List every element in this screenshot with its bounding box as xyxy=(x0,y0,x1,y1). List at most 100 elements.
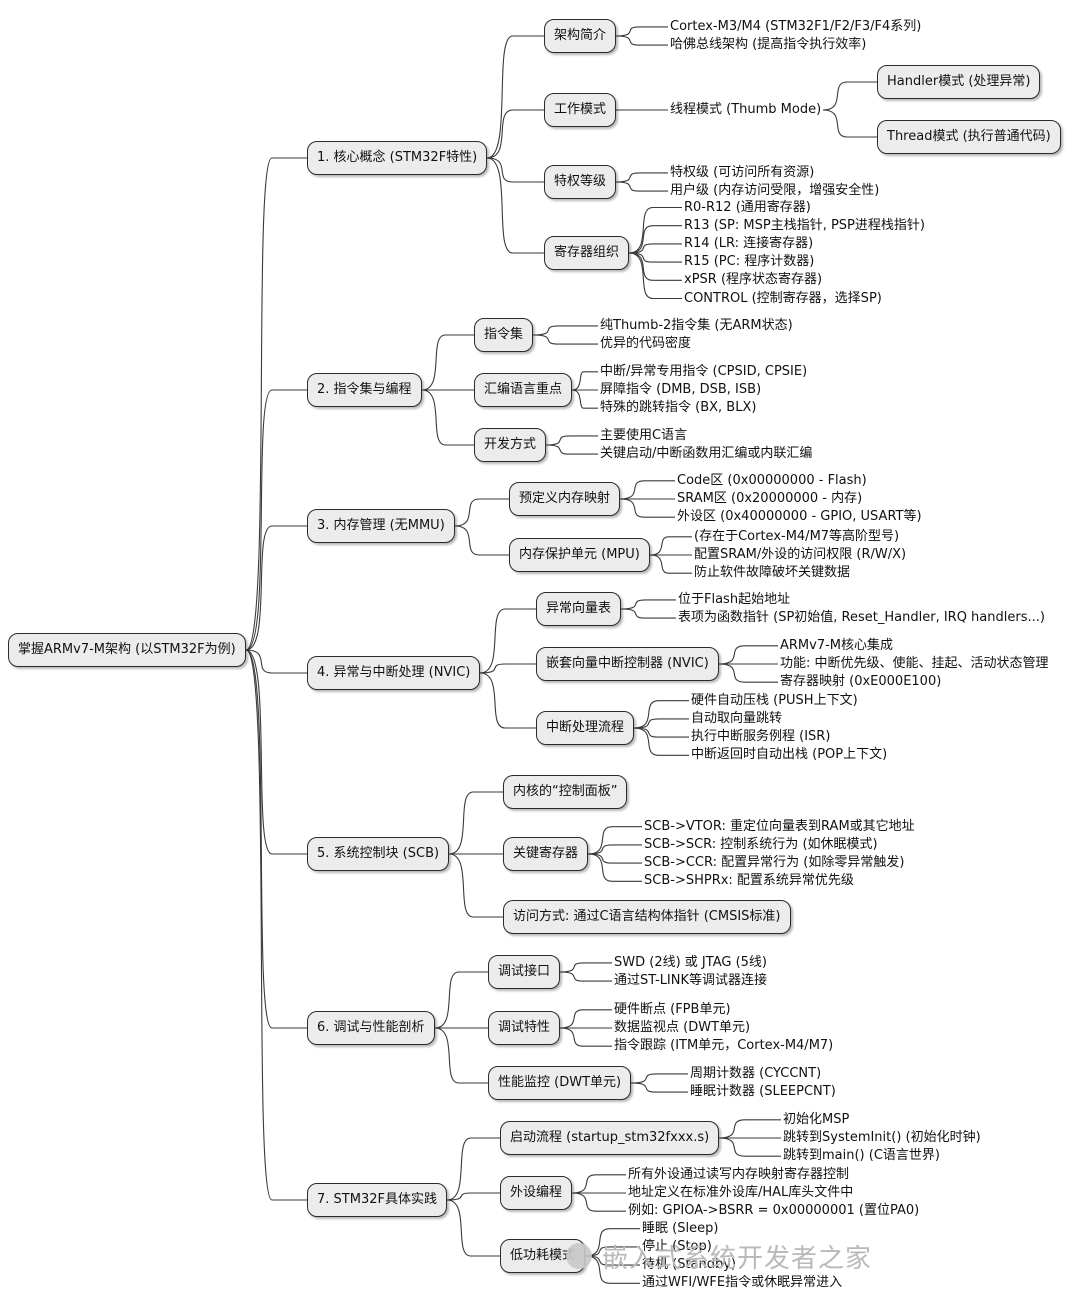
connector xyxy=(633,727,689,738)
leaf-label: SCB->SCR: 控制系统行为 (如休眠模式) xyxy=(644,836,878,852)
leaf-label: Cortex-M3/M4 (STM32F1/F2/F3/F4系列) xyxy=(670,18,922,34)
connector xyxy=(718,1137,781,1157)
leaf-label: 跳转到SystemInit() (初始化时钟) xyxy=(783,1130,981,1145)
branch-node: 关键寄存器 xyxy=(503,837,589,871)
connector xyxy=(446,1199,500,1257)
leaf-label: 例如: GPIOA->BSRR = 0x00000001 (置位PA0) xyxy=(628,1203,920,1219)
connector xyxy=(245,157,307,651)
section-node: 3. 内存管理 (无MMU) xyxy=(307,509,455,543)
leaf-label: SCB->SHPRx: 配置系统异常优先级 xyxy=(644,873,854,889)
section-node: 6. 调试与性能剖析 xyxy=(307,1011,435,1045)
branch-node: 中断处理流程 xyxy=(536,711,635,745)
leaf-label: SCB->VTOR: 重定位向量表到RAM或其它地址 xyxy=(644,818,915,834)
connector xyxy=(587,853,642,882)
connector xyxy=(448,791,503,855)
connector xyxy=(628,225,682,254)
leaf-label: 自动取向量跳转 xyxy=(691,710,783,726)
connector xyxy=(615,172,668,183)
connector xyxy=(421,334,474,391)
root-node: 掌握ARMv7-M架构 (以STM32F为例) xyxy=(8,633,246,667)
connector xyxy=(559,1009,612,1029)
wechat-icon xyxy=(566,1243,592,1269)
leaf-label: 执行中断服务例程 (ISR) xyxy=(691,729,831,745)
branch-node: 嵌套向量中断控制器 (NVIC) xyxy=(536,647,719,681)
branch-node: 启动流程 (startup_stm32fxxx.s) xyxy=(500,1121,720,1155)
section-node: 2. 指令集与编程 xyxy=(307,373,422,407)
connector xyxy=(649,536,692,556)
leaf-box-node: Thread模式 (执行普通代码) xyxy=(877,120,1061,154)
connector xyxy=(532,334,598,345)
connector xyxy=(822,109,877,138)
leaf-label: 线程模式 (Thumb Mode) xyxy=(670,102,822,117)
leaf-label: ARMv7-M核心集成 xyxy=(780,637,894,653)
watermark: 嵌入式系统开发者之家 xyxy=(566,1236,872,1276)
leaf-label: 睡眠计数器 (SLEEPCNT) xyxy=(690,1084,836,1100)
connector xyxy=(245,649,307,674)
branch-node: 开发方式 xyxy=(474,428,547,462)
connector xyxy=(615,35,668,46)
connector xyxy=(822,81,877,111)
connector xyxy=(620,608,676,619)
connector xyxy=(245,649,307,855)
leaf-label: 寄存器映射 (0xE000E100) xyxy=(780,674,942,690)
connector xyxy=(448,853,503,918)
leaf-label: SRAM区 (0x20000000 - 内存) xyxy=(677,491,863,506)
section-node: 5. 系统控制块 (SCB) xyxy=(307,837,450,871)
connector xyxy=(559,962,612,973)
section-node: 4. 异常与中断处理 (NVIC) xyxy=(307,656,481,690)
leaf-label: 特权级 (可访问所有资源) xyxy=(670,164,815,180)
leaf-label: SCB->CCR: 配置异常行为 (如除零异常触发) xyxy=(644,855,905,871)
branch-node: 指令集 xyxy=(474,318,534,352)
connector xyxy=(587,844,642,855)
connector xyxy=(245,525,307,651)
leaf-label: 硬件自动压栈 (PUSH上下文) xyxy=(691,692,858,708)
connector xyxy=(245,649,307,1029)
leaf-label: 地址定义在标准外设库/HAL库头文件中 xyxy=(628,1185,854,1200)
connector xyxy=(454,525,509,556)
connector xyxy=(545,444,598,455)
connector xyxy=(633,700,689,729)
connector xyxy=(434,1027,488,1084)
connector xyxy=(421,389,474,446)
branch-node: 访问方式: 通过C语言结构体指针 (CMSIS标准) xyxy=(503,900,791,934)
leaf-label: 停止 (Stop) xyxy=(642,1238,712,1254)
leaf-label: SWD (2线) 或 JTAG (5线) xyxy=(614,954,767,970)
branch-node: 架构简介 xyxy=(544,19,617,53)
branch-node: 调试特性 xyxy=(488,1011,561,1045)
connector xyxy=(571,371,598,391)
connector xyxy=(245,389,307,651)
leaf-label: 用户级 (内存访问受限，增强安全性) xyxy=(670,183,880,199)
leaf-label: (存在于Cortex-M4/M7等高阶型号) xyxy=(694,528,900,544)
leaf-label: 中断返回时自动出栈 (POP上下文) xyxy=(691,747,888,763)
leaf-label: 初始化MSP xyxy=(783,1111,850,1127)
leaf-label: 优异的代码密度 xyxy=(600,336,692,352)
connector xyxy=(545,435,598,446)
connector xyxy=(619,498,675,518)
connector xyxy=(486,35,544,159)
connector xyxy=(245,649,307,1201)
leaf-label: 跳转到main() (C语言世界) xyxy=(783,1148,940,1164)
connector xyxy=(559,1027,612,1047)
branch-node: 内核的“控制面板” xyxy=(503,775,628,809)
leaf-label: 防止软件故障破坏关键数据 xyxy=(694,565,851,581)
connector xyxy=(718,645,778,665)
leaf-label: 纯Thumb-2指令集 (无ARM状态) xyxy=(600,317,793,333)
section-node: 7. STM32F具体实践 xyxy=(307,1183,447,1217)
connector xyxy=(619,480,675,500)
connector xyxy=(486,109,544,159)
leaf-label: R13 (SP: MSP主栈指针, PSP进程栈指针) xyxy=(684,217,925,233)
leaf-label: R14 (LR: 连接寄存器) xyxy=(684,235,814,251)
branch-node: 调试接口 xyxy=(488,955,561,989)
leaf-box-node: Handler模式 (处理异常) xyxy=(877,65,1041,99)
leaf-label: 数据监视点 (DWT单元) xyxy=(614,1020,751,1035)
connector xyxy=(571,1174,626,1194)
connector xyxy=(446,1137,500,1201)
connector xyxy=(486,157,544,183)
connector xyxy=(628,252,682,300)
leaf-label: R15 (PC: 程序计数器) xyxy=(684,254,815,270)
leaf-label: 关键启动/中断函数用汇编或内联汇编 xyxy=(600,446,813,462)
branch-node: 性能监控 (DWT单元) xyxy=(488,1066,632,1100)
connector xyxy=(559,971,612,982)
branch-node: 特权等级 xyxy=(544,165,617,199)
